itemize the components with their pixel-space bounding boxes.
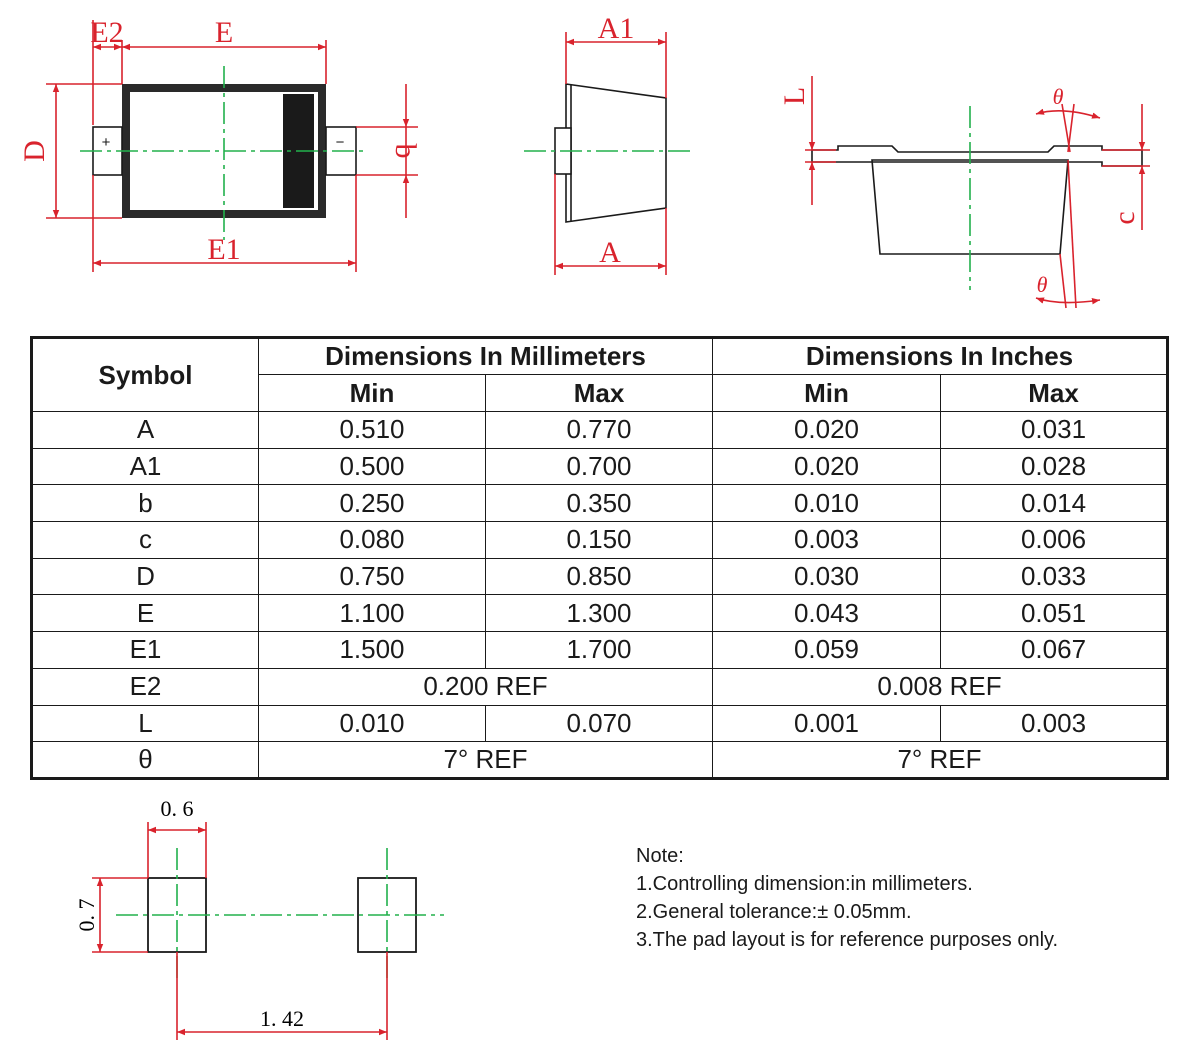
symbol-cell: D xyxy=(31,557,259,596)
dim-label-e1: E1 xyxy=(207,233,240,266)
in-min-cell: 0.001 xyxy=(712,704,941,743)
notes: Note: 1.Controlling dimension:in millime… xyxy=(636,842,1058,954)
symbol-cell: L xyxy=(31,704,259,743)
dim-label-l: L xyxy=(778,87,811,105)
dim-label-e2: E2 xyxy=(90,16,123,49)
mm-max-cell: 1.300 xyxy=(485,594,713,633)
in-min-header: Min xyxy=(712,374,941,412)
symbol-cell: E2 xyxy=(31,667,259,706)
in-min-cell: 0.003 xyxy=(712,521,941,559)
symbol-cell: E xyxy=(31,594,259,633)
in-max-cell: 0.014 xyxy=(939,484,1169,523)
dim-label-a1: A1 xyxy=(598,12,635,45)
note-item: 1.Controlling dimension:in millimeters. xyxy=(636,873,973,895)
theta-top-label: θ xyxy=(1053,84,1064,109)
top-view: + − E2 E D b E1 xyxy=(18,16,422,272)
in-max-cell: 0.028 xyxy=(939,447,1169,486)
in-ref-cell: 0.008 REF xyxy=(711,667,1169,706)
in-max-cell: 0.003 xyxy=(939,704,1169,743)
in-ref-cell: 7° REF xyxy=(711,741,1169,779)
in-min-cell: 0.020 xyxy=(712,447,941,486)
mm-min-cell: 1.500 xyxy=(258,631,486,669)
pad-width-label: 0. 6 xyxy=(161,796,194,821)
dim-label-a: A xyxy=(599,236,621,269)
plus-mark: + xyxy=(102,134,111,151)
mm-min-cell: 0.250 xyxy=(258,484,486,523)
pad-pitch-label: 1. 42 xyxy=(260,1006,304,1031)
mm-max-cell: 1.700 xyxy=(485,631,713,669)
mm-max-header: Max xyxy=(485,374,713,412)
symbol-cell: c xyxy=(31,521,259,559)
mm-max-cell: 0.350 xyxy=(485,484,713,523)
in-min-cell: 0.059 xyxy=(712,631,941,669)
in-max-header: Max xyxy=(939,374,1169,412)
symbol-header: Symbol xyxy=(31,337,259,412)
symbol-cell: A xyxy=(31,411,259,449)
in-min-cell: 0.030 xyxy=(712,557,941,596)
in-min-cell: 0.043 xyxy=(712,594,941,633)
in-min-cell: 0.020 xyxy=(712,411,941,449)
pad-layout: 0. 6 0. 7 1. 42 xyxy=(74,796,444,1040)
dim-label-d: D xyxy=(18,140,51,162)
in-max-cell: 0.006 xyxy=(939,521,1169,559)
theta-bottom-label: θ xyxy=(1037,272,1048,297)
mm-header: Dimensions In Millimeters xyxy=(258,337,713,375)
mm-max-cell: 0.070 xyxy=(485,704,713,743)
mm-max-cell: 0.770 xyxy=(485,411,713,449)
inch-header: Dimensions In Inches xyxy=(711,337,1169,375)
mm-max-cell: 0.700 xyxy=(485,447,713,486)
symbol-cell: E1 xyxy=(31,631,259,669)
mm-min-cell: 0.500 xyxy=(258,447,486,486)
pad-height-label: 0. 7 xyxy=(74,899,99,932)
end-leads xyxy=(811,145,1143,167)
in-min-cell: 0.010 xyxy=(712,484,941,523)
symbol-cell: θ xyxy=(31,741,259,779)
mm-min-cell: 0.010 xyxy=(258,704,486,743)
dim-label-e: E xyxy=(215,16,233,49)
mm-ref-cell: 0.200 REF xyxy=(258,667,713,706)
in-max-cell: 0.067 xyxy=(939,631,1169,669)
note-item: 3.The pad layout is for reference purpos… xyxy=(636,929,1059,951)
dim-label-b: b xyxy=(389,144,422,159)
mm-min-cell: 1.100 xyxy=(258,594,486,633)
mm-min-cell: 0.510 xyxy=(258,411,486,449)
note-item: 2.General tolerance:± 0.05mm. xyxy=(636,901,912,923)
minus-mark: − xyxy=(336,134,345,151)
mm-max-cell: 0.850 xyxy=(485,557,713,596)
mm-min-header: Min xyxy=(258,374,486,412)
mm-max-cell: 0.150 xyxy=(485,521,713,559)
side-view: A1 A xyxy=(524,12,690,275)
lead-view: L c θ θ xyxy=(778,76,1150,309)
symbol-cell: A1 xyxy=(31,447,259,486)
in-max-cell: 0.033 xyxy=(939,557,1169,596)
mm-min-cell: 0.750 xyxy=(258,557,486,596)
in-max-cell: 0.051 xyxy=(939,594,1169,633)
in-max-cell: 0.031 xyxy=(939,411,1169,449)
side-body xyxy=(565,83,667,223)
mm-min-cell: 0.080 xyxy=(258,521,486,559)
dim-label-c: c xyxy=(1108,211,1141,224)
symbol-cell: b xyxy=(31,484,259,523)
note-title: Note: xyxy=(636,845,684,867)
mm-ref-cell: 7° REF xyxy=(258,741,713,779)
dimensions-table: Symbol Dimensions In Millimeters Dimensi… xyxy=(30,336,1170,780)
